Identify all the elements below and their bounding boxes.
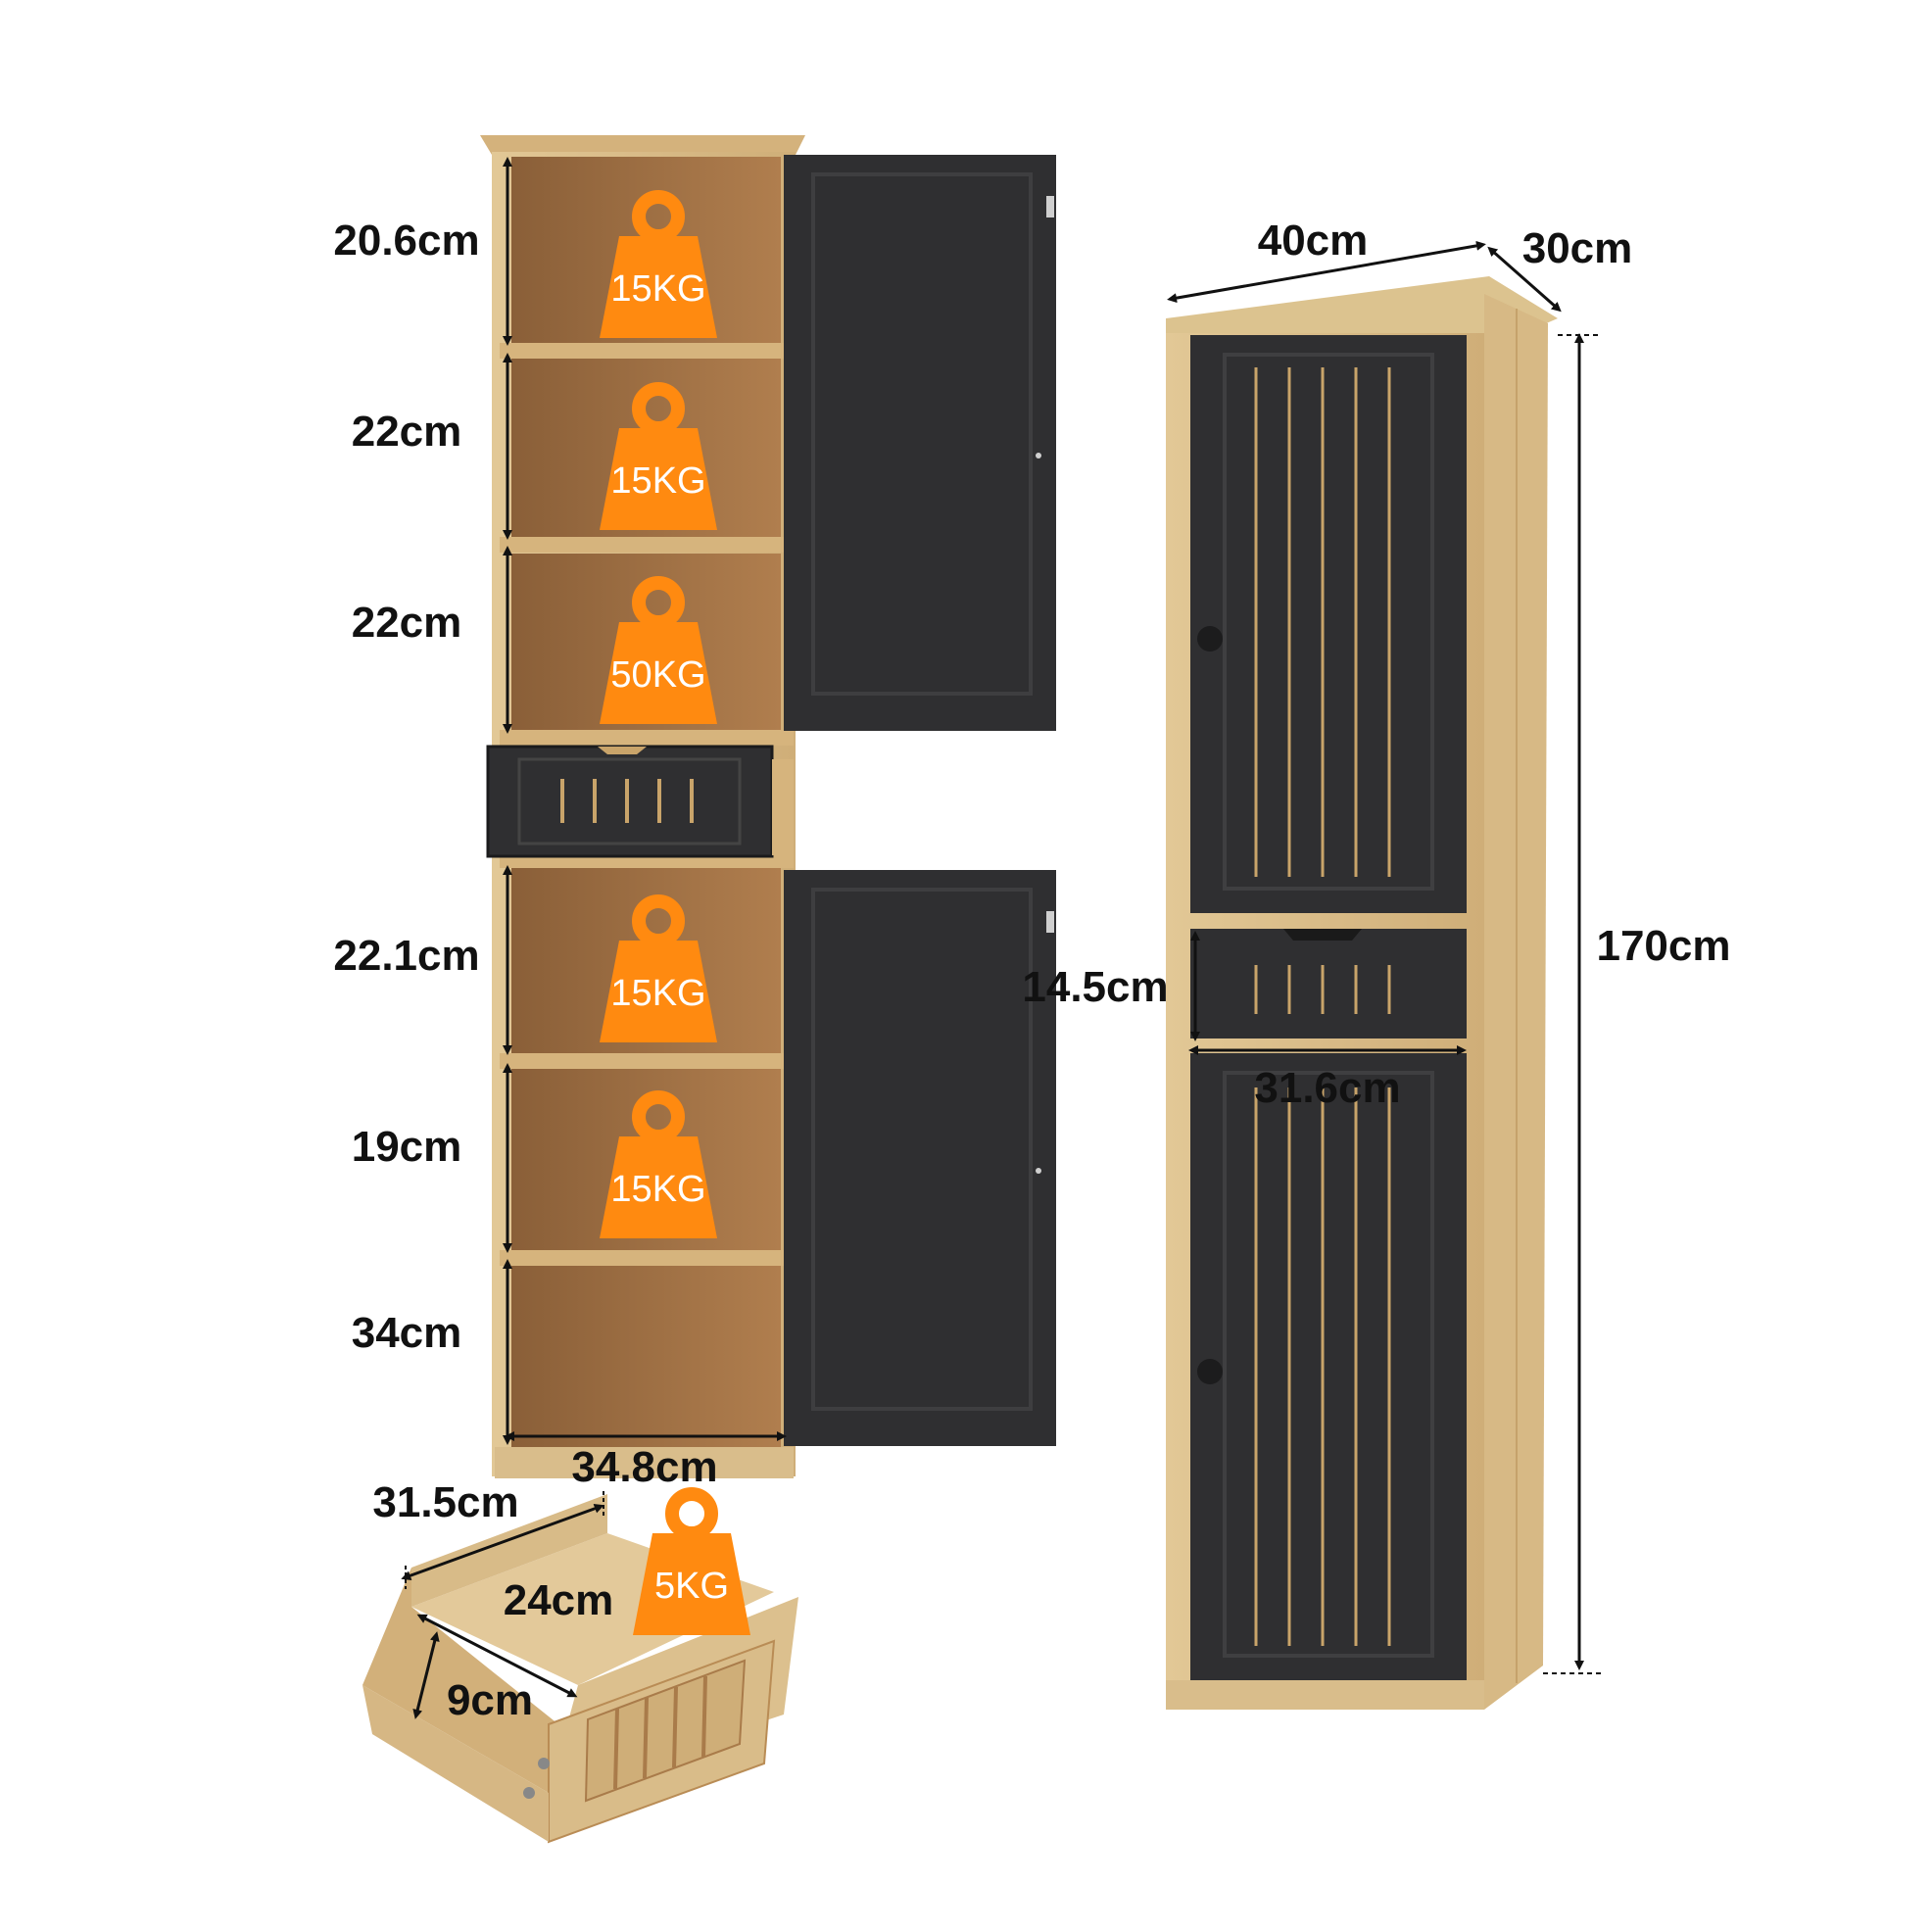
width-label: 40cm	[1258, 217, 1369, 265]
weight-icon: 15KG	[600, 389, 717, 530]
weight-label: 5KG	[654, 1566, 729, 1607]
weight-icon: 15KG	[600, 197, 717, 338]
inner-width-label: 34.8cm	[571, 1443, 717, 1491]
shelf	[500, 730, 794, 746]
drawer-width-label: 31.5cm	[372, 1478, 518, 1526]
drawer-width-label: 31.6cm	[1254, 1064, 1400, 1112]
shelf-height-label: 22cm	[352, 599, 462, 647]
closed-cabinet: 40cm 30cm 170cm 14.5cm 31.6cm	[1022, 217, 1731, 1710]
lower-door-open	[784, 870, 1056, 1446]
shelf-height-label: 22.1cm	[333, 932, 479, 980]
drawer-height-label: 14.5cm	[1022, 963, 1168, 1011]
open-cabinet: 20.6cm 22cm 22cm 22.1cm 19cm 34cm 34.8cm…	[333, 135, 1056, 1491]
drawer-height-label: 9cm	[447, 1676, 533, 1724]
height-label: 170cm	[1596, 922, 1730, 970]
shelf	[500, 1053, 784, 1069]
weight-label: 15KG	[610, 973, 705, 1014]
weight-label: 15KG	[610, 460, 705, 502]
shelf	[500, 1250, 784, 1266]
open-drawer	[486, 745, 794, 858]
lower-door	[1190, 1053, 1467, 1680]
shelf-height-label: 20.6cm	[333, 217, 479, 265]
shelf-height-label: 34cm	[352, 1309, 462, 1357]
depth-label: 30cm	[1522, 224, 1633, 272]
knob-icon	[1197, 1359, 1223, 1384]
shelf-dimension-lines	[503, 157, 787, 1445]
cabinet-base	[1166, 1680, 1484, 1710]
weight-label: 15KG	[610, 268, 705, 310]
weight-label: 15KG	[610, 1169, 705, 1210]
drawer-front	[1190, 929, 1467, 1038]
shelf	[500, 537, 784, 553]
drawer-depth-label: 24cm	[504, 1576, 614, 1624]
weight-label: 50KG	[610, 654, 705, 696]
shelf-height-label: 22cm	[352, 408, 462, 456]
knob-icon	[1197, 626, 1223, 652]
cabinet-base	[495, 1447, 794, 1478]
upper-door-open	[784, 155, 1056, 731]
cabinet-top	[480, 135, 805, 155]
weight-icon: 15KG	[600, 901, 717, 1042]
shelf-height-label: 19cm	[352, 1123, 462, 1171]
shelf	[500, 343, 784, 359]
weight-icon: 15KG	[600, 1097, 717, 1238]
weight-icon: 50KG	[600, 583, 717, 724]
weight-icon: 5KG	[633, 1494, 750, 1635]
drawer-detail: 31.5cm 24cm 9cm 5KG	[362, 1478, 798, 1844]
upper-door	[1190, 335, 1467, 913]
